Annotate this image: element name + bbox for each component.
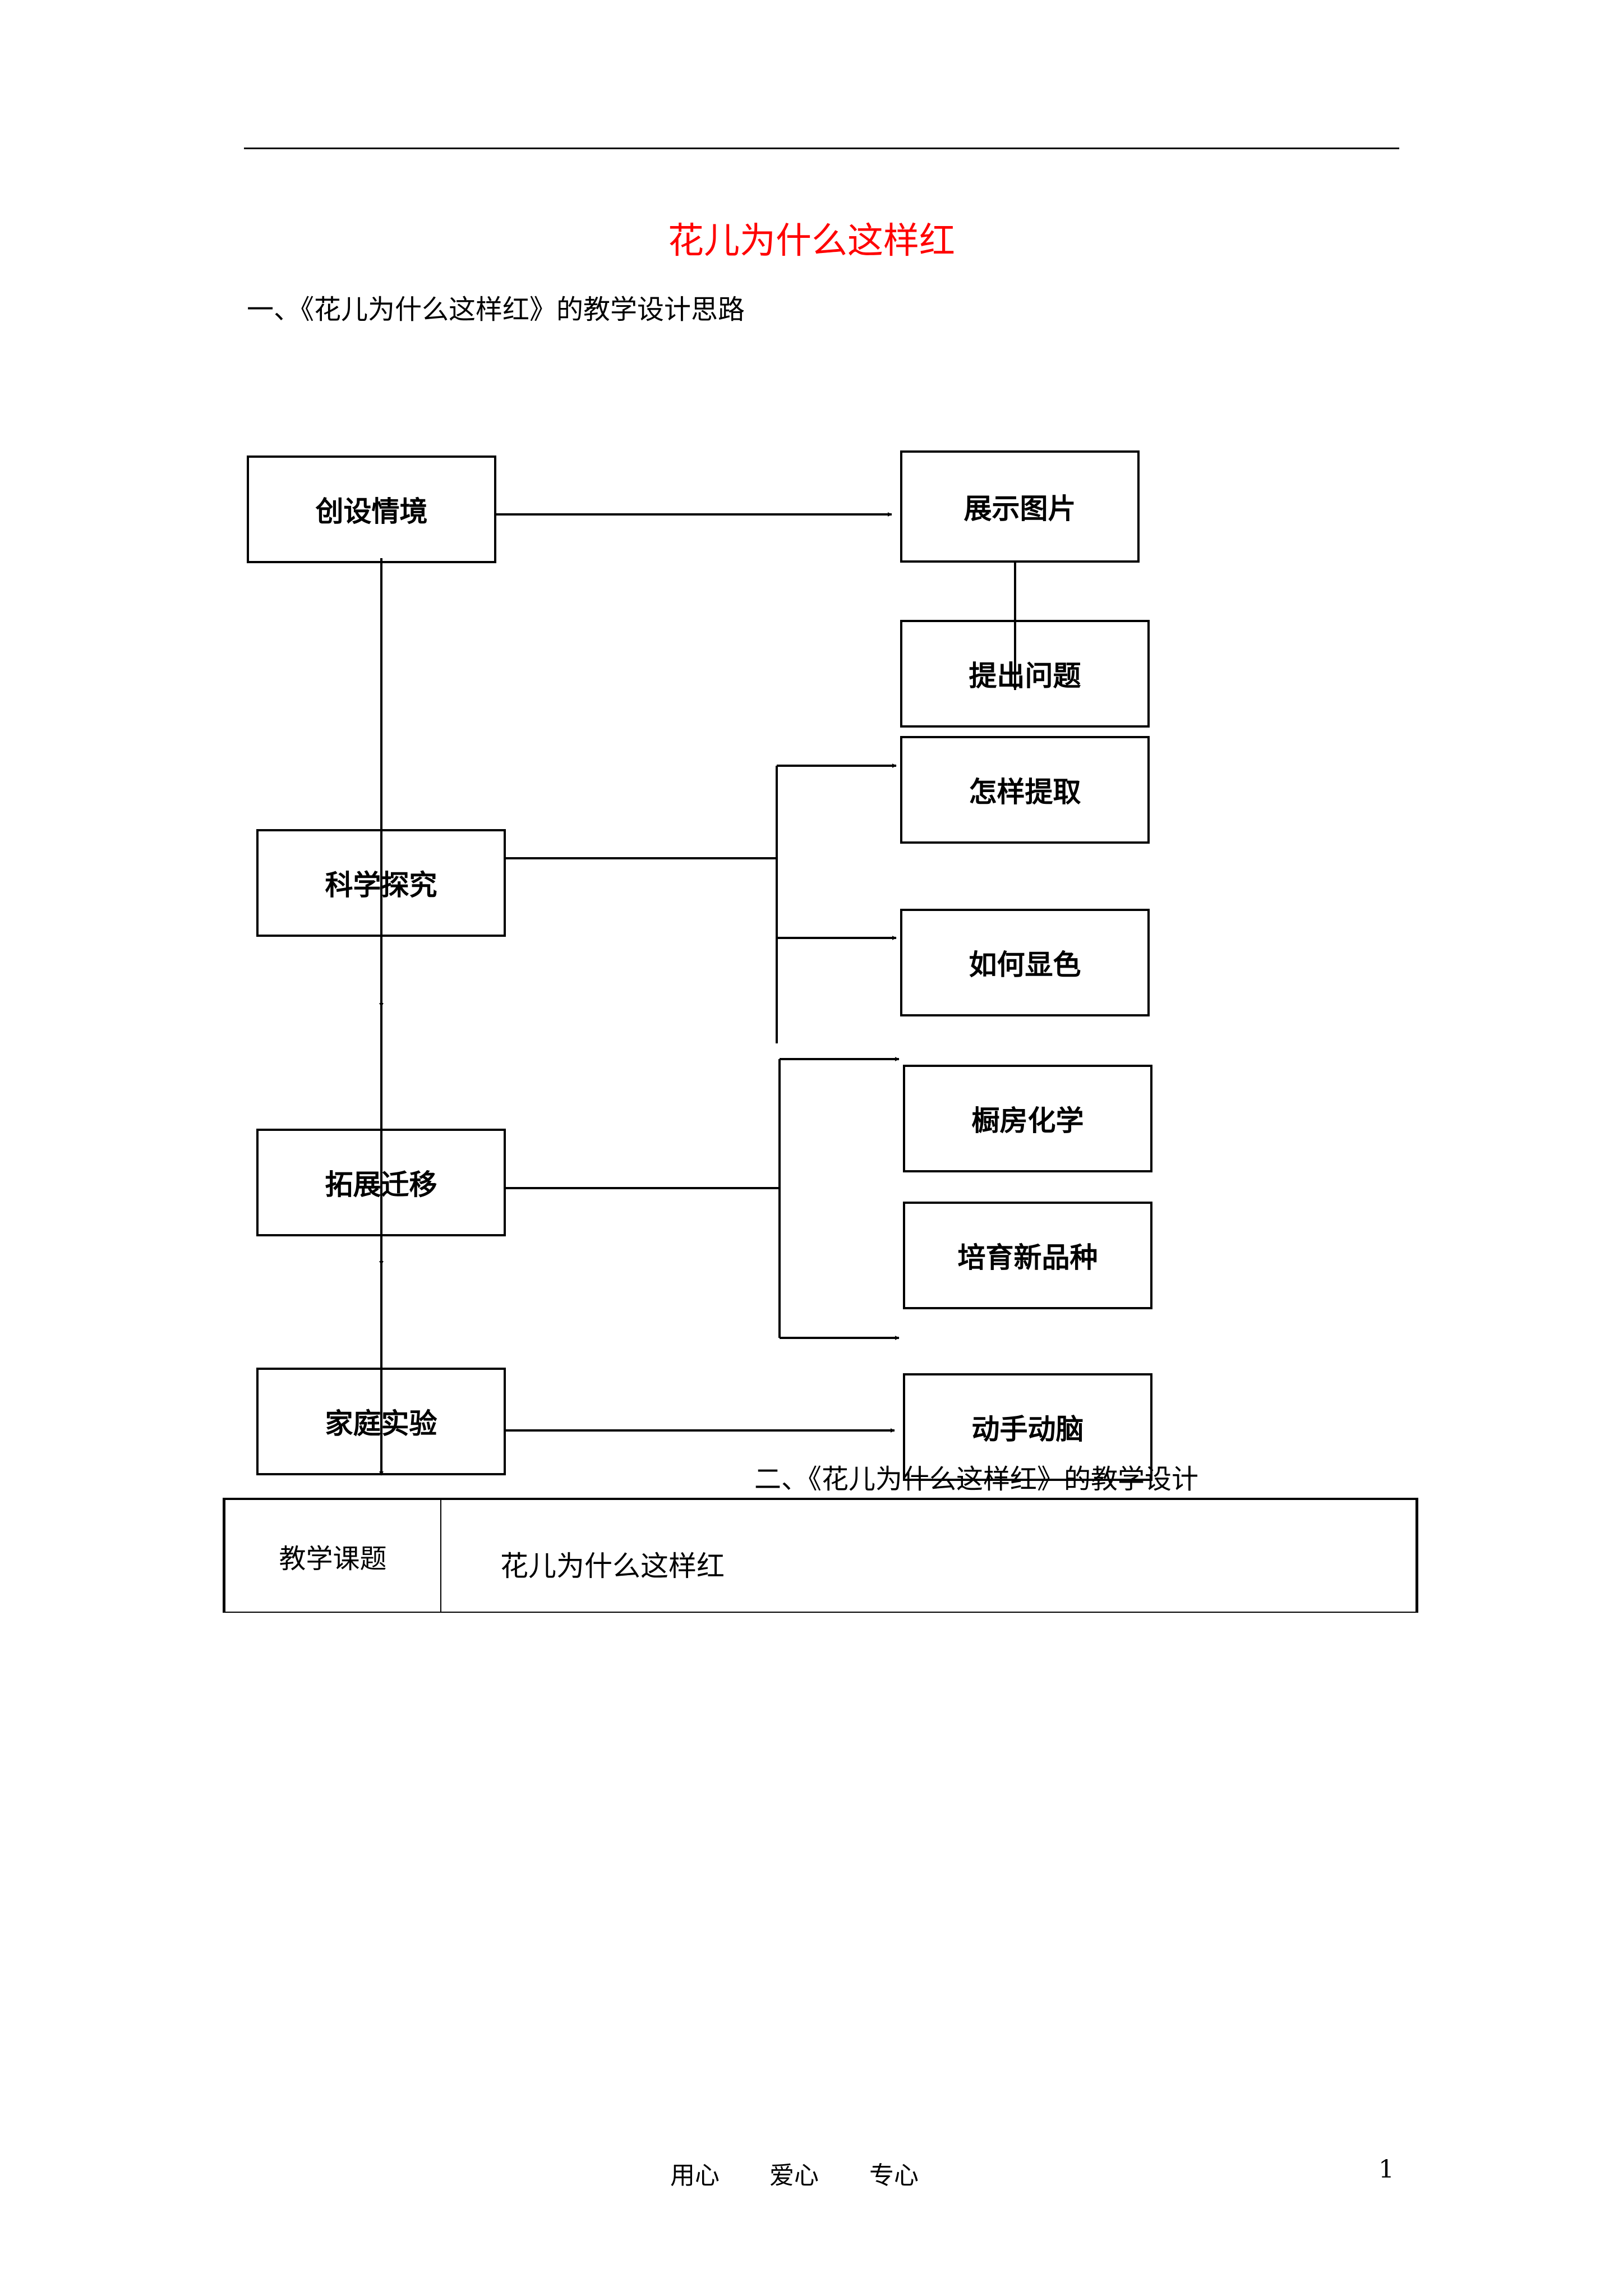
box-kitchen-chemistry-label: 橱房化学 [971, 1104, 1084, 1137]
box-home-experiment: 家庭实验 [256, 1368, 506, 1475]
box-breed-new-variety: 培育新品种 [903, 1202, 1152, 1309]
box-how-to-show-color-label: 如何显色 [969, 948, 1081, 981]
footer-motto-2: 爱心 [769, 2161, 819, 2190]
box-how-to-extract-label: 怎样提取 [969, 775, 1081, 808]
box-raise-questions: 提出问题 [900, 620, 1150, 728]
box-hands-on-thinking: 动手动脑 [903, 1373, 1152, 1481]
box-how-to-show-color: 如何显色 [900, 909, 1150, 1016]
box-raise-questions-label: 提出问题 [969, 659, 1081, 692]
box-create-situation: 创设情境 [247, 455, 496, 563]
section-heading-teaching-design: 二、《花儿为什么这样红》的教学设计 [754, 1464, 1199, 1495]
box-show-pictures-label: 展示图片 [963, 492, 1076, 525]
footer-motto-3: 专心 [869, 2161, 919, 2190]
box-scientific-inquiry-label: 科学探究 [325, 868, 437, 901]
page-title: 花儿为什么这样红 [668, 220, 955, 262]
footer-motto-1: 用心 [670, 2161, 720, 2190]
box-how-to-extract: 怎样提取 [900, 736, 1150, 844]
teaching-design-table: 教学课题 花儿为什么这样红 [223, 1498, 1418, 1613]
header-rule [244, 148, 1399, 149]
page-number: 1 [1378, 2155, 1394, 2184]
box-kitchen-chemistry: 橱房化学 [903, 1065, 1152, 1172]
box-hands-on-thinking-label: 动手动脑 [971, 1412, 1084, 1446]
box-extension-transfer: 拓展迁移 [256, 1129, 506, 1236]
box-home-experiment-label: 家庭实验 [325, 1407, 437, 1440]
table-label-topic: 教学课题 [225, 1500, 441, 1612]
box-extension-transfer-label: 拓展迁移 [325, 1168, 437, 1201]
box-scientific-inquiry: 科学探究 [256, 829, 506, 937]
table-value-topic: 花儿为什么这样红 [500, 1550, 725, 1582]
box-create-situation-label: 创设情境 [315, 495, 428, 528]
box-show-pictures: 展示图片 [900, 450, 1140, 563]
box-breed-new-variety-label: 培育新品种 [957, 1241, 1098, 1274]
section-heading-design-idea: 一、《花儿为什么这样红》的教学设计思路 [247, 294, 745, 325]
